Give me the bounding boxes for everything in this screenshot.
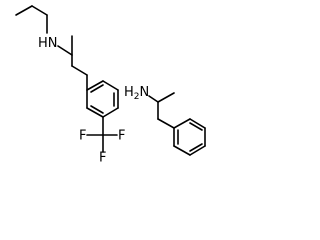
bond-n-ch <box>57 45 73 56</box>
bond-ethyl-ch2 <box>31 5 48 16</box>
bond-ch-ch2b <box>71 65 88 76</box>
bond-cq-methyl-right <box>157 92 175 103</box>
bond-ch2-ring-2 <box>157 118 175 129</box>
h2n-label: H2N <box>124 85 149 102</box>
h-subscript: 2 <box>134 92 140 102</box>
benzene-ring-1 <box>86 80 119 118</box>
f-atom-right: F <box>118 129 125 144</box>
f-atom-left: F <box>79 129 86 144</box>
bond-ethyl-ch3 <box>15 5 33 16</box>
nh-label-1: HN <box>38 36 58 51</box>
chemical-structures-svg: HN <box>15 5 206 166</box>
h-atom: H <box>124 85 134 100</box>
n-atom-symbol: N <box>48 36 58 51</box>
f-atom-bottom: F <box>99 151 106 166</box>
bond-n-cq <box>148 95 159 103</box>
n-atom: H <box>38 36 48 51</box>
benzene-ring-2 <box>173 118 206 156</box>
molecule-phentermine: H2N <box>124 85 206 156</box>
n-atom-2: N <box>140 85 150 100</box>
molecule-fenfluramine: HN <box>15 5 125 166</box>
structure-canvas: HN <box>15 5 206 166</box>
